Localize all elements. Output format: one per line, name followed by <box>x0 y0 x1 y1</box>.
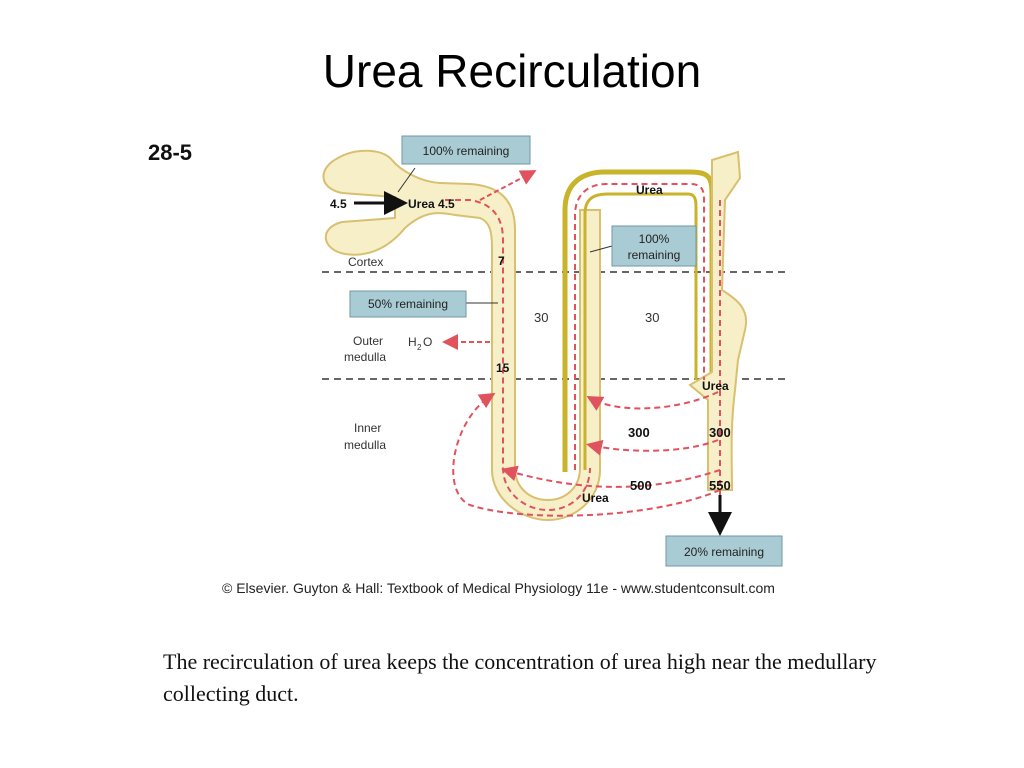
label-h2o-h: H <box>408 335 417 349</box>
leader-100-right <box>589 245 613 253</box>
box-100-top-text: 100% remaining <box>423 144 510 158</box>
value-300-right: 300 <box>709 425 731 440</box>
proximal-tubule-shape <box>322 149 601 522</box>
label-urea-in: Urea 4.5 <box>408 197 455 211</box>
label-urea-duct: Urea <box>702 379 729 393</box>
box-20-text: 20% remaining <box>684 545 764 559</box>
label-cortex: Cortex <box>348 255 383 269</box>
value-500: 500 <box>630 478 652 493</box>
box-100-remaining-top: 100% remaining <box>401 135 531 165</box>
cortex-out-arrow <box>479 170 537 201</box>
label-outer-1: Outer <box>353 334 383 348</box>
tubule-flow-dashes <box>445 199 591 512</box>
leader-100-top <box>397 167 416 193</box>
figure-credit: © Elsevier. Guyton & Hall: Textbook of M… <box>222 580 775 596</box>
label-inner-2: medulla <box>344 438 386 452</box>
label-h2o-o: O <box>423 335 432 349</box>
slide-title: Urea Recirculation <box>322 45 702 97</box>
box-20-remaining: 20% remaining <box>665 535 783 567</box>
value-7: 7 <box>498 254 505 268</box>
label-urea-top: Urea <box>636 183 663 197</box>
box-100-remaining-right: 100% remaining <box>611 225 697 267</box>
recirc-arrow-upper <box>586 391 719 411</box>
box-100-right-line1: 100% <box>639 232 670 246</box>
urea-recirculation-diagram: 100% remaining 100% remaining 50% remain… <box>322 135 788 567</box>
value-300-left: 300 <box>628 425 650 440</box>
recirc-arrow-mid <box>501 465 721 488</box>
box-100-right-line2: remaining <box>628 248 681 262</box>
label-outer-2: medulla <box>344 350 386 364</box>
label-urea-bottom: Urea <box>582 491 609 505</box>
slide-body-text: The recirculation of urea keeps the conc… <box>163 649 877 706</box>
value-550: 550 <box>709 478 731 493</box>
value-15: 15 <box>496 361 510 375</box>
ascending-inner-edge <box>583 192 698 470</box>
recirc-arrow-inner <box>586 439 719 456</box>
figure-number: 28-5 <box>148 140 193 165</box>
box-50-text: 50% remaining <box>368 297 448 311</box>
value-30-right: 30 <box>645 310 659 325</box>
label-urea-in-value: 4.5 <box>330 197 347 211</box>
collecting-duct-shape <box>688 150 748 491</box>
recirc-arrow-outer <box>452 392 721 517</box>
label-h2o-2: 2 <box>417 343 422 352</box>
value-30-left: 30 <box>534 310 548 325</box>
box-50-remaining: 50% remaining <box>349 290 467 318</box>
label-inner-1: Inner <box>354 421 381 435</box>
